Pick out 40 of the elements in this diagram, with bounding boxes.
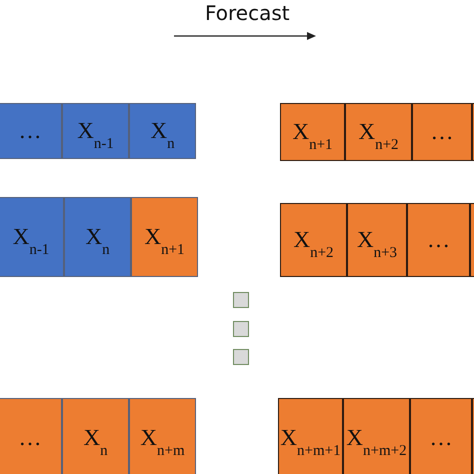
sequence-cell [407, 203, 470, 277]
cell-label: … [18, 424, 42, 452]
sequence-cell [62, 103, 129, 159]
cell-label: X$_{n+1}$ [144, 222, 185, 254]
sequence-cell [412, 103, 472, 161]
sequence-cell [129, 103, 196, 159]
sequence-cell [131, 197, 198, 277]
ellipsis-square [233, 292, 249, 308]
cell-label: X$_{n}$ [85, 222, 110, 254]
sequence-cell [280, 103, 345, 161]
sequence-cell [0, 103, 62, 159]
cell-label: … [18, 116, 42, 145]
cell-label: X$_{n+m+2}$ [346, 424, 407, 456]
cell-label: X$_{n+2}$ [293, 226, 334, 258]
cell-label: X$_{n+m}$ [140, 424, 185, 456]
cell-label: X$_{n+m+1}$ [280, 424, 341, 456]
cell-label: X$_{n-1}$ [12, 222, 50, 254]
cell-label: X$_{n+2}$ [358, 118, 399, 150]
sequence-cell [347, 203, 407, 277]
ellipsis-square [233, 321, 249, 337]
cell-label: X$_{n-1}$ [77, 116, 114, 148]
cell-label: X$_{n}$ [83, 424, 108, 456]
sequence-cell [343, 398, 410, 474]
cell-label: X$_{n+1}$ [292, 118, 333, 150]
cell-label: … [427, 226, 450, 254]
cell-label: … [430, 118, 454, 146]
sequence-cell [62, 398, 129, 474]
sequence-cell [0, 398, 62, 474]
sequence-cell [0, 197, 64, 277]
cell-label: X$_{n}$ [150, 116, 175, 148]
sequence-cell [278, 398, 343, 474]
ellipsis-square [233, 349, 249, 365]
title: Forecast [205, 0, 290, 26]
cell-label: X$_{n+3}$ [356, 226, 398, 258]
sequence-cell [280, 203, 347, 277]
sequence-cell [129, 398, 196, 474]
sequence-cell [410, 398, 472, 474]
sequence-cell [345, 103, 412, 161]
cell-label: … [430, 424, 452, 452]
sequence-cell [64, 197, 131, 277]
